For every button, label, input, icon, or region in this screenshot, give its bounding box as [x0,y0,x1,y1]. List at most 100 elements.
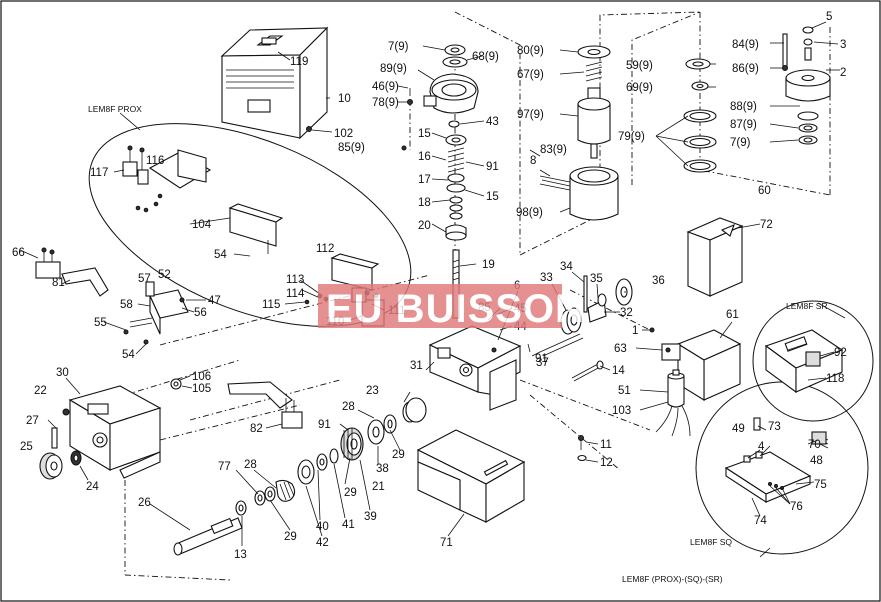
callout-label: 91 [486,161,499,173]
callout-label: 83(9) [540,144,567,156]
callout-label: 91 [318,419,331,431]
callout-label: 3 [840,39,846,51]
callout-label: 72 [760,219,773,231]
callout-label: 106 [192,371,211,383]
callout-label: 112 [316,243,334,255]
callout-label: 89(9) [380,63,407,75]
callout-label: 31 [410,360,423,372]
callout-label: 117 [90,167,108,179]
center-stack [401,44,479,319]
callout-label: 118 [826,373,844,385]
callout-label: 68(9) [472,51,499,63]
callout-label: 39 [364,511,377,523]
callout-label: 35 [590,273,603,285]
callout-label: 52 [158,269,171,281]
bracket-61 [649,327,742,401]
callout-label: 1 [632,325,638,337]
callout-label: 58 [120,299,133,311]
callout-label: 34 [560,261,573,273]
callout-label: 36 [652,275,665,287]
callout-label: 21 [372,481,385,493]
callout-label: 55 [94,317,107,329]
callout-label: 67(9) [517,69,544,81]
callout-label: 105 [192,383,211,395]
callout-label: 5 [826,11,832,23]
callout-label: 41 [342,519,355,531]
callout-label: 86(9) [732,63,759,75]
callout-label: 13 [234,549,247,561]
callout-label: 113 [286,274,304,286]
callout-label: 16 [418,151,431,163]
callout-label: 59(9) [626,60,653,72]
washer-stack [235,397,427,516]
callout-label: 7(9) [730,137,751,149]
callout-label: 27 [26,415,39,427]
callout-label: 97(9) [517,109,544,121]
callout-label: 2 [840,67,846,79]
callout-label: 104 [192,219,212,231]
callout-label: 49 [732,423,745,435]
callout-label: 48 [810,455,823,467]
callout-label: 92 [834,347,847,359]
gear-25 [39,427,82,480]
plate-71 [416,429,526,523]
callout-label: 114 [286,288,305,300]
motor-column [539,45,619,221]
callout-label: 7(9) [388,41,409,53]
callout-label: 43 [486,116,499,128]
callout-label: 32 [620,307,633,319]
callout-label: 28 [244,459,257,471]
callout-label: 30 [56,367,69,379]
callout-label: 42 [316,537,329,549]
callout-label: 91 [535,353,548,365]
callout-label: 29 [284,531,297,543]
callout-label: 69(9) [626,82,653,94]
callout-label: 60 [758,185,771,197]
callout-label: 47 [208,295,221,307]
callout-label: 22 [34,385,47,397]
callout-label: 88(9) [730,101,757,113]
callout-label: 66 [12,247,25,259]
callout-label: 12 [600,457,613,469]
callout-label: 54 [122,349,135,361]
callout-label: 56 [194,307,207,319]
callout-label: 38 [376,463,389,475]
callout-label: 4 [758,441,765,453]
callout-label: 79(9) [618,131,645,143]
callout-label: 15 [418,128,431,140]
watermark: EU BUISSON [318,284,585,331]
callout-label: 10 [338,93,351,105]
callout-label: 20 [418,220,431,232]
callout-label: 70 [808,439,821,451]
callout-label: 15 [486,191,499,203]
callout-label: 75 [814,479,827,491]
callout-label: 85(9) [338,142,365,154]
callout-label: 37 [536,357,549,369]
callout-label: 103 [612,405,631,417]
callout-label: 29 [392,449,405,461]
callout-label: 74 [754,515,767,527]
callout-label: 61 [726,309,739,321]
sq-module [724,417,829,504]
callout-label: 116 [146,155,164,167]
callout-label: 28 [342,401,355,413]
callout-label: 33 [540,272,553,284]
callout-label: 81 [52,277,65,289]
group-label-sq: LEM8F SQ [690,537,732,547]
callout-label: 46(9) [372,81,399,93]
callout-label: 84(9) [732,39,759,51]
callout-label: 115 [262,299,280,311]
group-label-sr: LEM8F SR [786,301,828,311]
callout-label: 80(9) [517,45,544,57]
left-parts [35,247,303,429]
watermark-text: EU BUISSON [326,287,585,331]
group-label-prox: LEM8F PROX [88,104,142,114]
callout-label: 102 [334,128,353,140]
footer-label: LEM8F (PROX)-(SQ)-(SR) [622,574,723,584]
callout-label: 26 [138,497,151,509]
callout-label: 78(9) [372,97,399,109]
cover-10 [220,26,329,140]
callout-label: 98(9) [516,207,543,219]
